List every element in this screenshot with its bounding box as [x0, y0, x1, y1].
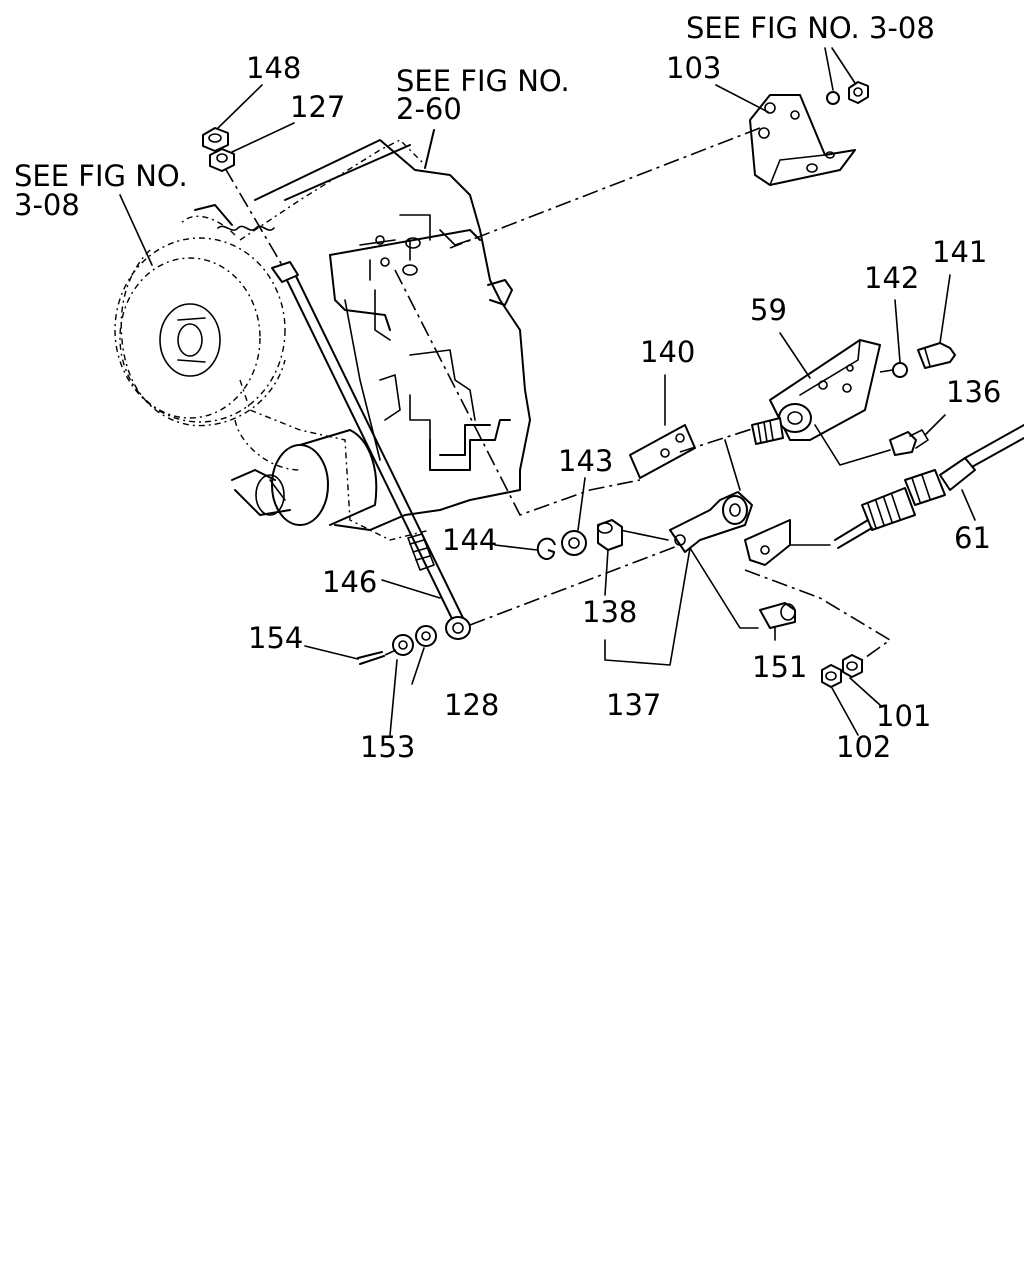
- washer-153: [389, 634, 414, 736]
- lever-59: [751, 332, 881, 445]
- pin-138: [597, 519, 623, 551]
- ref-top-center-line2: 2-60: [396, 92, 462, 126]
- nut-101: [842, 654, 881, 706]
- callout-103: 103: [666, 51, 721, 85]
- fitting-136: [814, 414, 946, 466]
- callout-59: 59: [750, 293, 787, 327]
- ref-left-line1: SEE FIG NO.: [14, 159, 188, 193]
- plate-140: [629, 374, 756, 479]
- callout-143: 143: [558, 444, 613, 478]
- callout-142: 142: [864, 261, 919, 295]
- callout-140: 140: [640, 335, 695, 369]
- callout-127: 127: [290, 90, 345, 124]
- clip-144: [394, 269, 641, 561]
- ref-top-center-line1: SEE FIG NO.: [396, 64, 570, 98]
- callout-leaders: [119, 84, 609, 685]
- callout-153: 153: [360, 730, 415, 764]
- cable-61: [781, 424, 1024, 549]
- ref-top-right: SEE FIG NO. 3-08: [686, 11, 935, 45]
- bolt-141: [917, 274, 956, 369]
- callout-148: 148: [246, 51, 301, 85]
- shift-rod-146: [224, 167, 471, 640]
- bracket-103: [449, 47, 869, 249]
- reference-labels: SEE FIG NO. 3-08 SEE FIG NO. 2-60 SEE FI…: [14, 11, 935, 222]
- callout-128: 128: [444, 688, 499, 722]
- pin-151: [759, 602, 796, 641]
- washer-142: [879, 299, 908, 378]
- callout-136: 136: [946, 375, 1001, 409]
- callout-154: 154: [248, 621, 303, 655]
- nut-102: [744, 569, 892, 736]
- callout-61: 61: [954, 521, 991, 555]
- callout-146: 146: [322, 565, 377, 599]
- callout-138: 138: [582, 595, 637, 629]
- cotter-pin-154: [304, 645, 397, 665]
- callout-137: 137: [606, 688, 661, 722]
- transmission-housing: [114, 129, 531, 541]
- washer-143: [561, 530, 587, 556]
- nut-148: [202, 127, 229, 152]
- washer-128: [415, 625, 437, 647]
- callout-141: 141: [932, 235, 987, 269]
- callout-101: 101: [876, 699, 931, 733]
- callout-102: 102: [836, 730, 891, 764]
- ref-left-line2: 3-08: [14, 188, 80, 222]
- callout-151: 151: [752, 650, 807, 684]
- bellcrank-137: [469, 439, 791, 666]
- part-callouts: 148 127 103 141 142 59 140 136 143 144 6…: [246, 51, 1001, 764]
- callout-144: 144: [442, 523, 497, 557]
- nut-127: [209, 148, 235, 172]
